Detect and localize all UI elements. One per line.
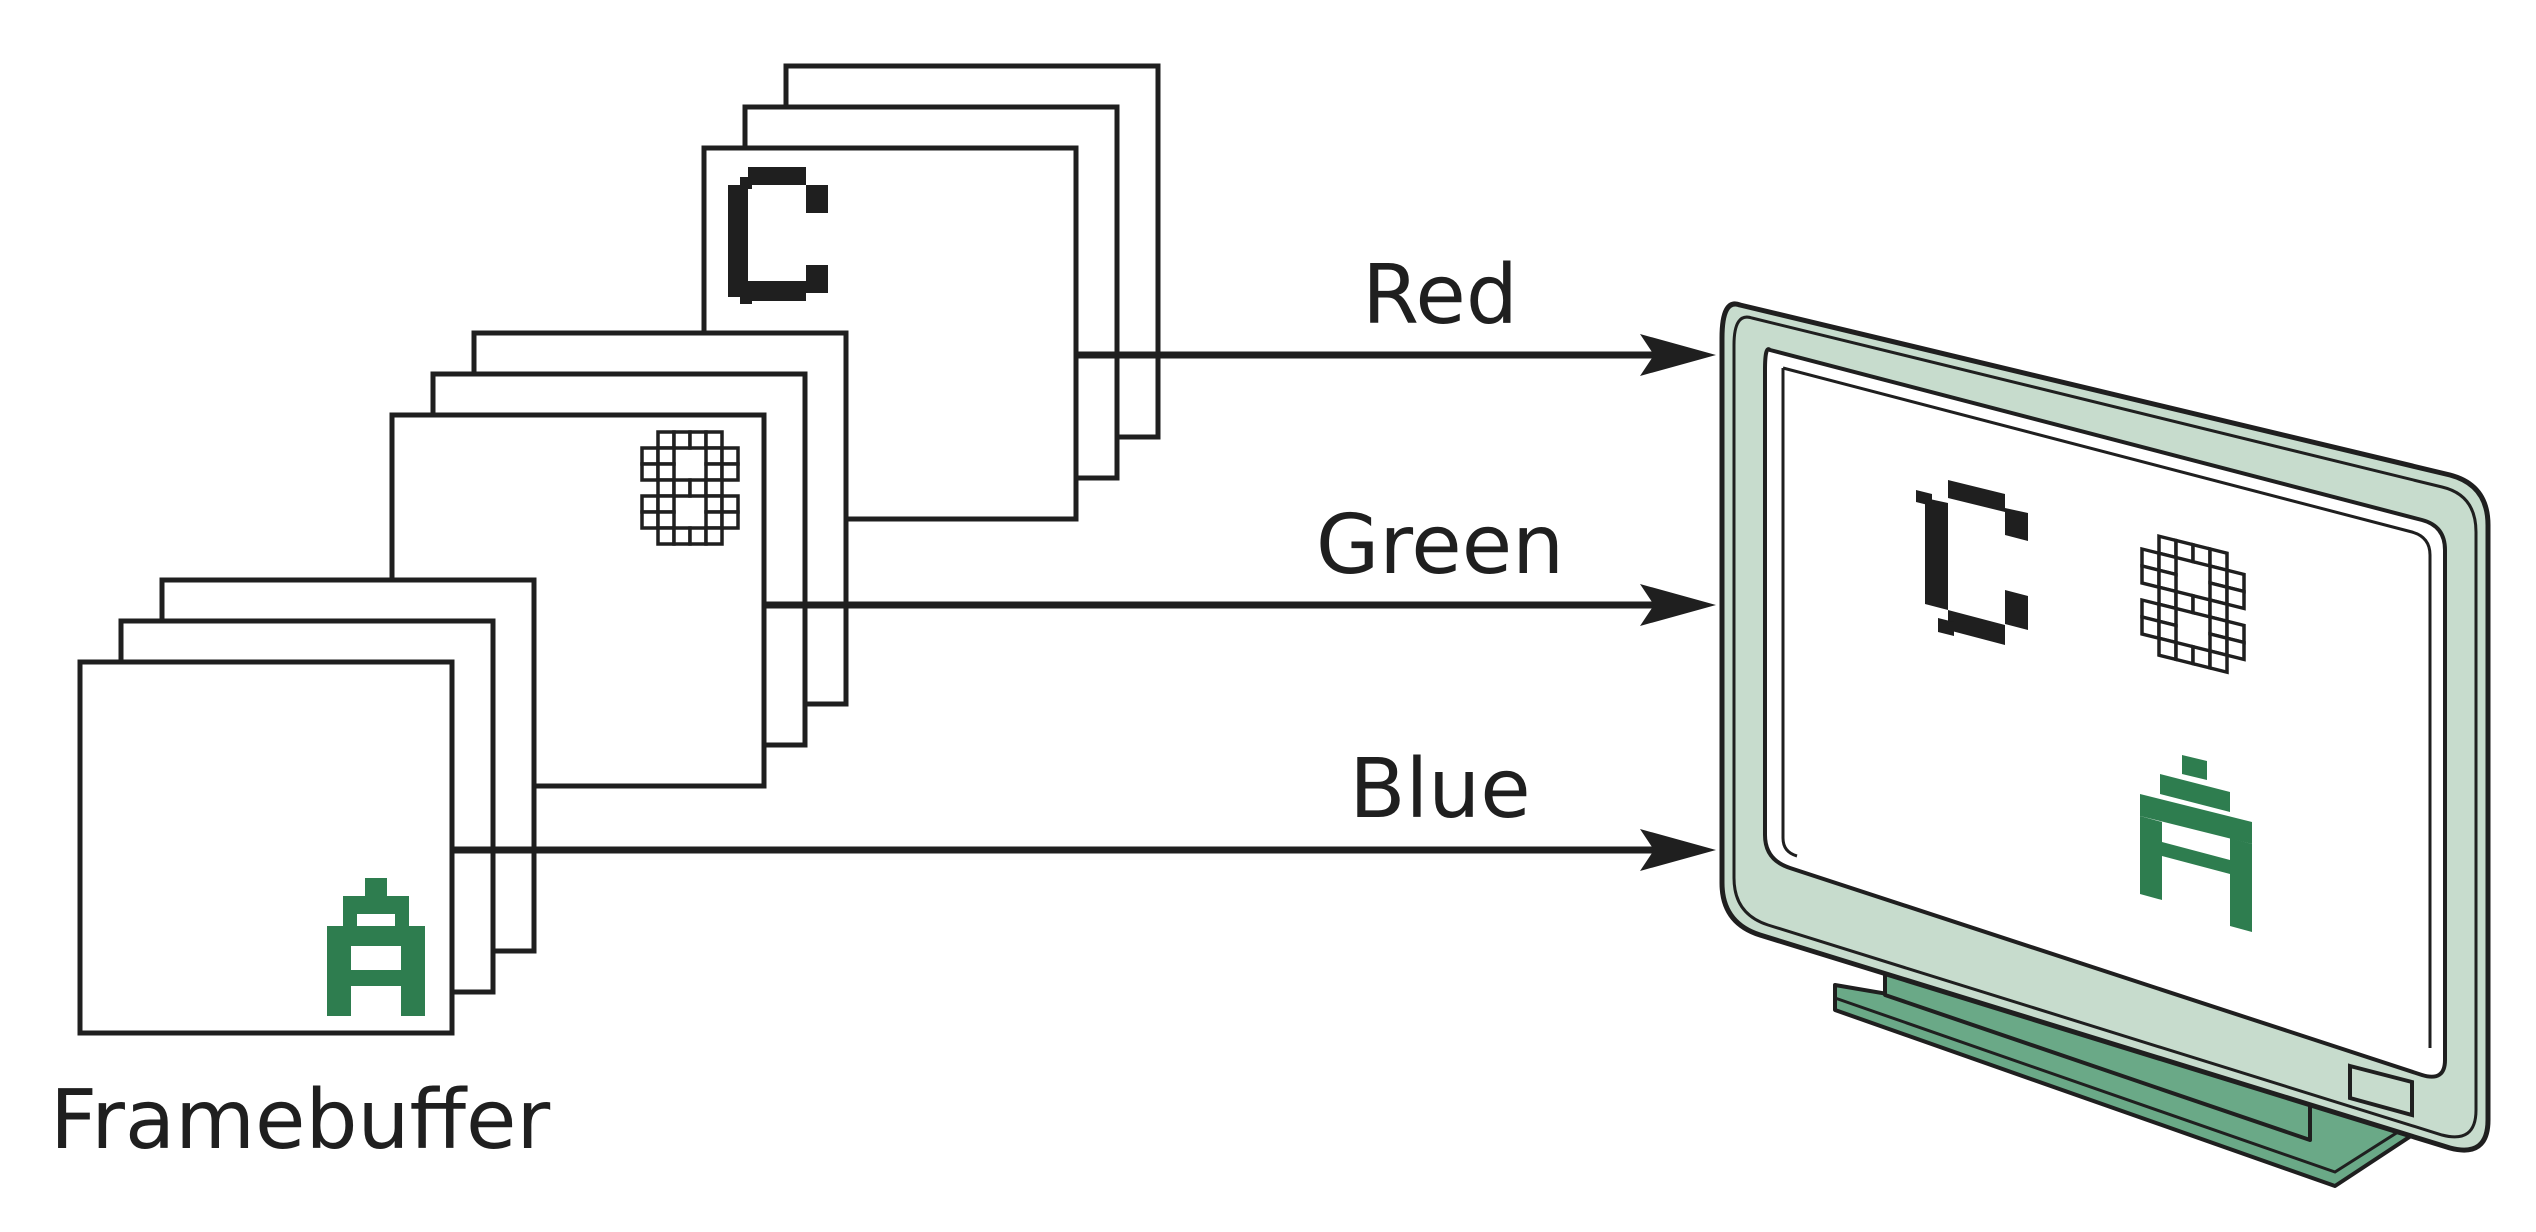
screen-glyph-c-icon: [1916, 480, 2028, 645]
glyph-b-cell: [656, 494, 676, 514]
monitor-power-button: [2348, 1063, 2414, 1118]
glyph-b-cell: [688, 526, 708, 546]
glyph-b-cell: [640, 446, 660, 466]
glyph-b-cell: [704, 478, 724, 498]
blue-plane-stack: [77, 577, 537, 1036]
glyph-b-cell: [704, 430, 724, 450]
glyph-b-cell: [2225, 585, 2246, 611]
glyph-b-cell: [656, 462, 676, 482]
glyph-b-cell: [2140, 614, 2161, 641]
glyph-b-cell: [640, 462, 660, 482]
glyph-b-icon: [640, 430, 740, 546]
glyph-b-cell: [720, 462, 740, 482]
glyph-b-cell: [656, 430, 676, 450]
glyph-b-cell: [656, 510, 676, 530]
green-channel-label: Green: [1316, 498, 1564, 593]
glyph-c-icon: [728, 167, 828, 304]
glyph-b-cell: [672, 430, 692, 450]
glyph-b-cell: [656, 526, 676, 546]
glyph-b-cell: [2208, 648, 2229, 675]
glyph-b-cell: [720, 494, 740, 514]
glyph-b-cell: [2225, 636, 2246, 662]
glyph-b-cell: [656, 446, 676, 466]
glyph-b-cell: [704, 446, 724, 466]
glyph-b-cell: [640, 510, 660, 530]
green-arrow: [764, 584, 1716, 626]
glyph-b-cell: [704, 462, 724, 482]
glyph-b-cell: [720, 446, 740, 466]
glyph-b-cell: [2191, 542, 2212, 569]
glyph-b-cell: [2174, 640, 2195, 666]
glyph-a-icon: [327, 878, 425, 1016]
green-plane-stack: [389, 330, 849, 789]
red-channel-label: Red: [1362, 248, 1518, 343]
glyph-b-cell: [704, 510, 724, 530]
glyph-b-cell: [656, 478, 676, 498]
blue-arrow: [452, 829, 1716, 871]
monitor-icon: [1719, 301, 2491, 1188]
glyph-b-cell: [704, 526, 724, 546]
glyph-b-cell: [704, 494, 724, 514]
glyph-b-cell: [640, 494, 660, 514]
glyph-b-cell: [688, 430, 708, 450]
screen-glyph-a-icon: [2140, 755, 2252, 932]
glyph-b-cell: [688, 478, 708, 498]
screen-glyph-b-icon: [2140, 534, 2246, 675]
glyph-b-cell: [2140, 563, 2161, 590]
glyph-b-cell: [720, 510, 740, 530]
blue-channel-label: Blue: [1349, 742, 1530, 837]
glyph-b-cell: [2191, 593, 2212, 620]
glyph-b-cell: [2191, 644, 2212, 671]
framebuffer-label: Framebuffer: [50, 1073, 550, 1168]
glyph-b-cell: [2174, 538, 2195, 564]
glyph-b-cell: [672, 478, 692, 498]
glyph-b-cell: [2174, 589, 2195, 615]
glyph-b-cell: [672, 526, 692, 546]
glyph-b-cell: [2157, 636, 2178, 662]
red-arrow: [1076, 334, 1716, 376]
